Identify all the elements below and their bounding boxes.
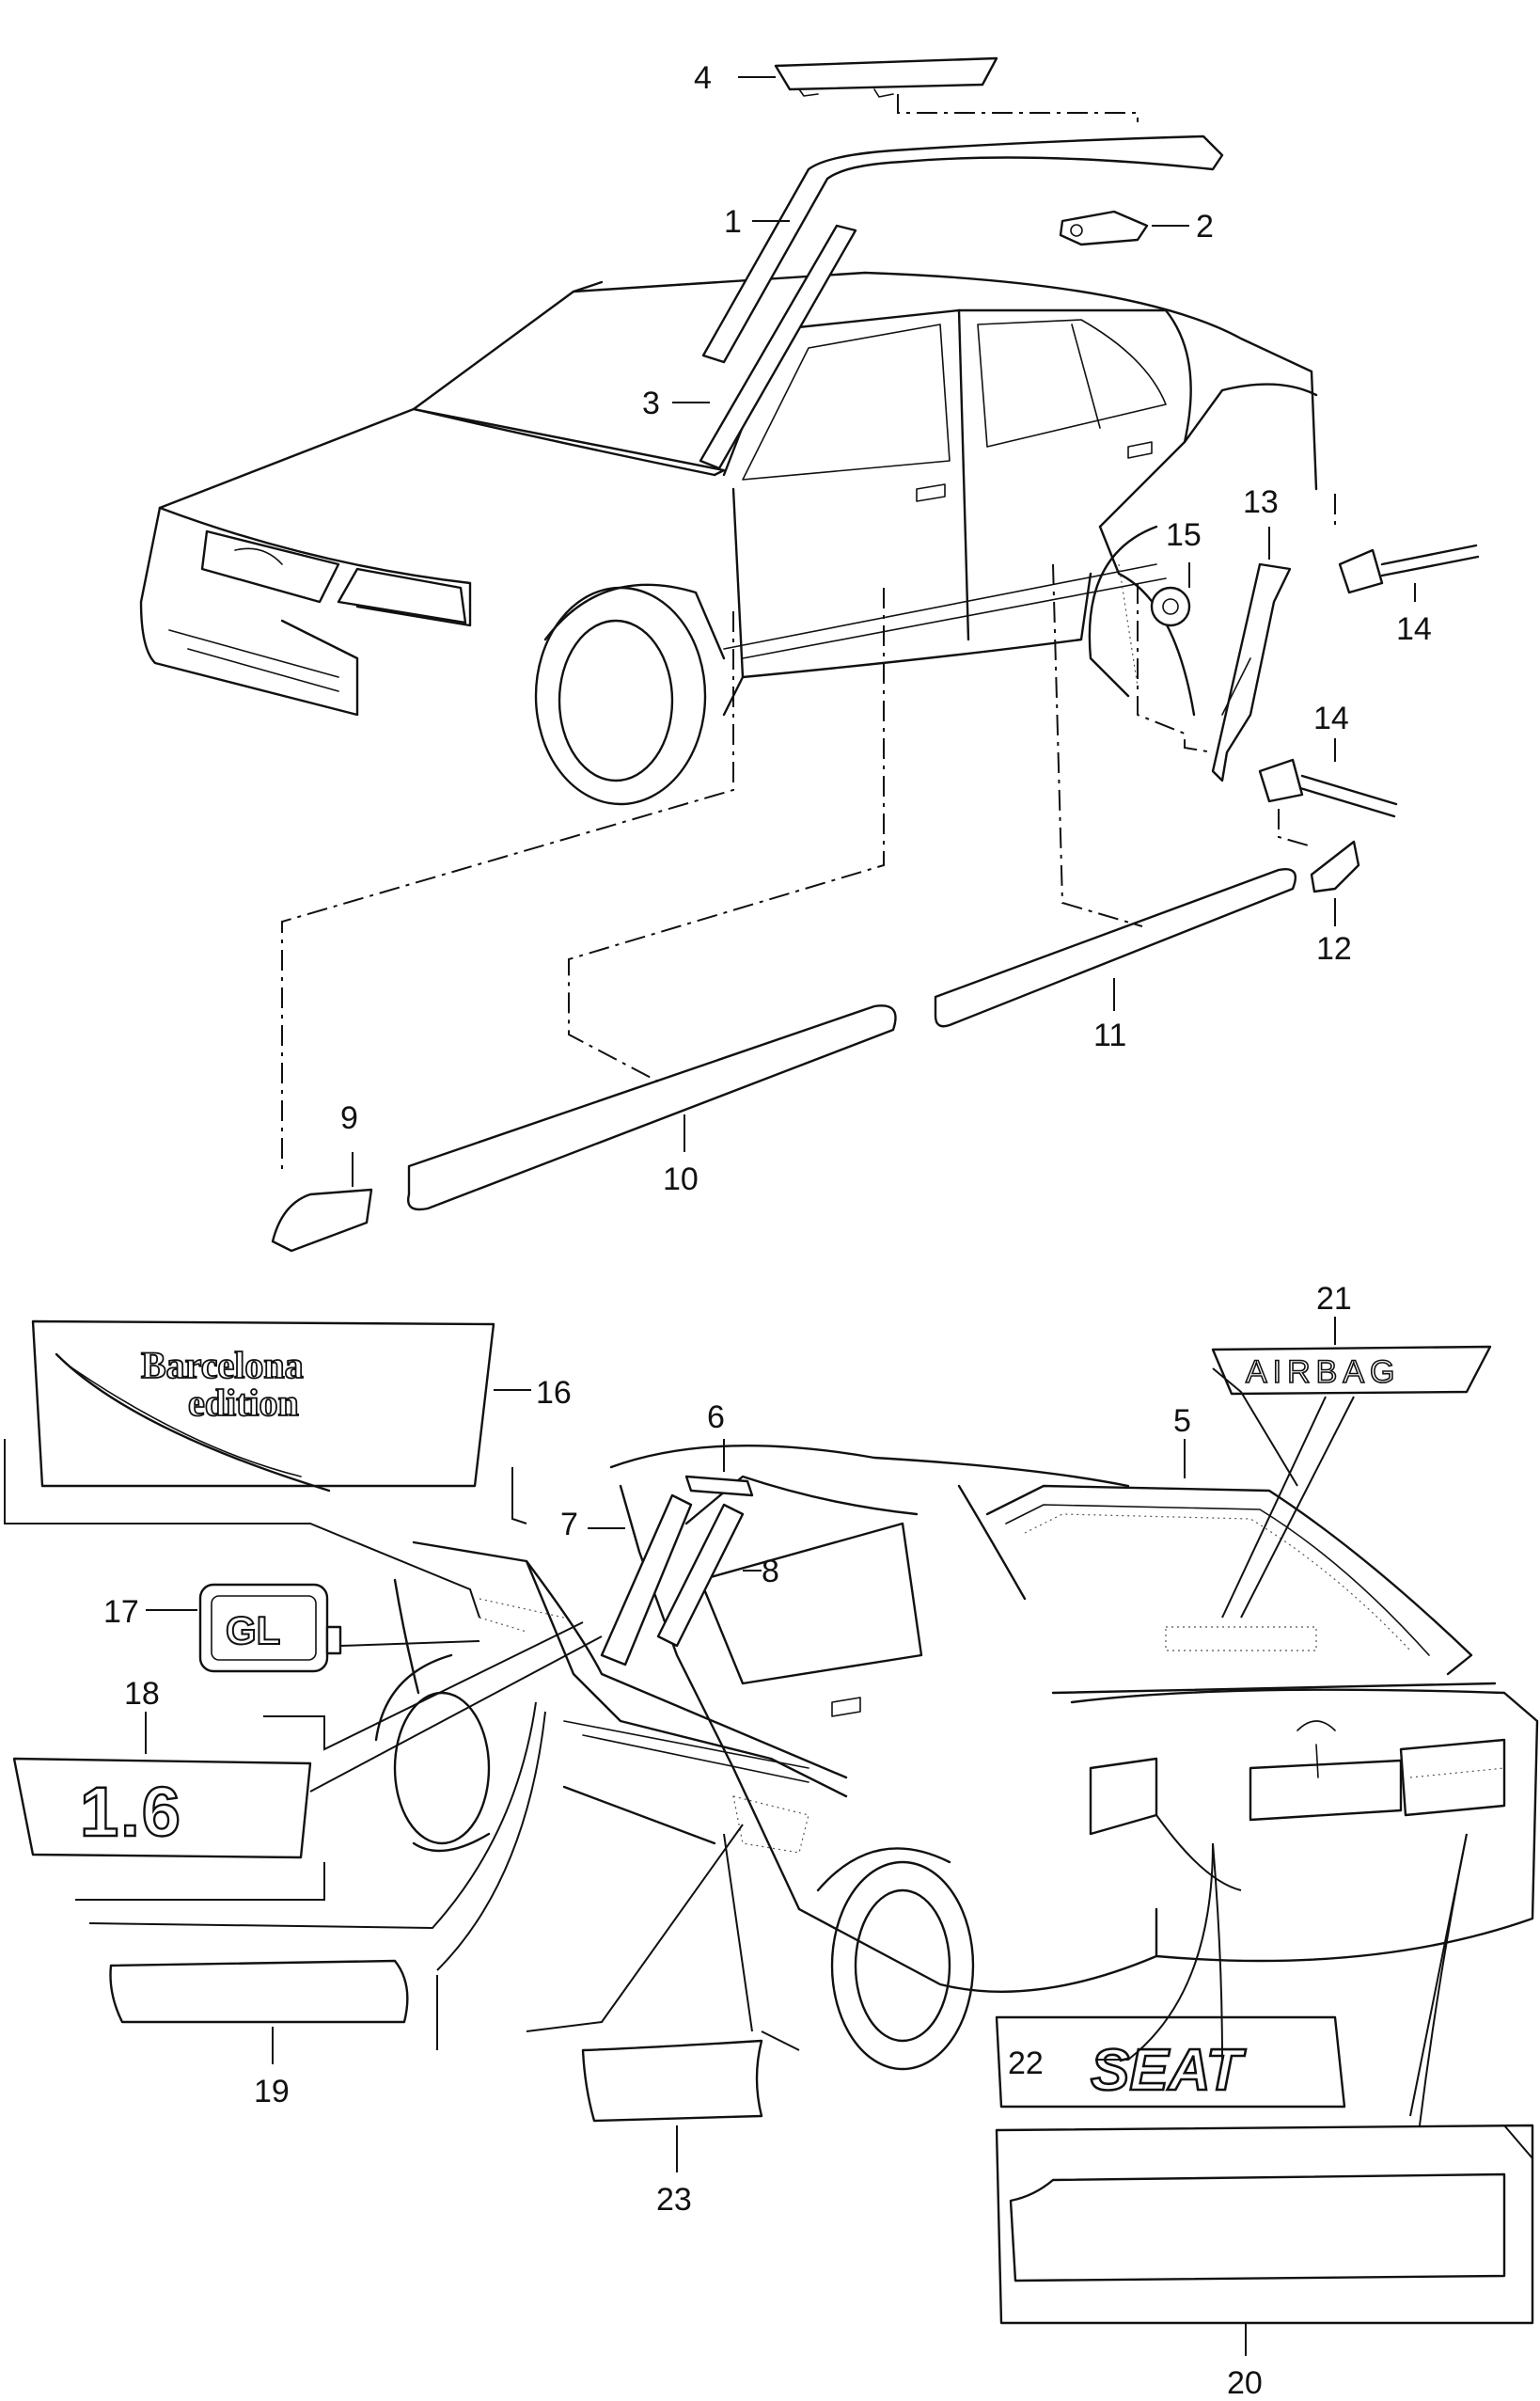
- fender-moulding-part: [271, 1188, 373, 1253]
- callout-9: 9: [340, 1100, 358, 1136]
- callout-labels: 4 1 2 3 13 15 14 14 12 11 10 9 21 16 6 5…: [103, 60, 1432, 2401]
- roof-moulding-part: [701, 134, 1224, 364]
- rear-door-trim-part: [581, 2039, 763, 2123]
- callout-8: 8: [762, 1554, 779, 1589]
- engine-badge-part: 1.6: [12, 1757, 312, 1859]
- callout-23: 23: [656, 2182, 692, 2218]
- callout-20: 20: [1227, 2365, 1263, 2401]
- edition-text: edition: [188, 1382, 299, 1424]
- sedan-parts: [271, 56, 1480, 1253]
- callout-12: 12: [1316, 931, 1352, 967]
- front-bumper-trim-part: [109, 1959, 409, 2024]
- callout-6: 6: [707, 1399, 725, 1435]
- gl-badge-part: GL: [198, 1583, 342, 1673]
- seat-brand-text: SEAT: [1091, 2038, 1247, 2103]
- roof-spoiler-part: [774, 56, 998, 91]
- rear-bumper-trim-part: [995, 2124, 1534, 2325]
- callout-15: 15: [1166, 517, 1202, 553]
- callout-18: 18: [124, 1676, 160, 1712]
- clip-part: [1059, 210, 1149, 246]
- pillar-trim-part-6: [684, 1475, 754, 1497]
- callout-1: 1: [724, 204, 742, 240]
- sill-end-cap-part: [1310, 840, 1360, 893]
- screw-part-lower: [1258, 758, 1398, 818]
- bracket-part: [1211, 562, 1292, 782]
- callout-14-lower: 14: [1313, 701, 1349, 736]
- airbag-text: AIRBAG: [1246, 1354, 1400, 1390]
- pillar-trim-part-7: [600, 1493, 693, 1666]
- hatchback-parts: GL Barcelona edition 1.6 AIRBAG SEAT: [12, 1319, 1534, 2325]
- callout-2: 2: [1196, 209, 1214, 245]
- rear-door-moulding-part: [934, 868, 1297, 1028]
- barcelona-text: Barcelona: [141, 1344, 304, 1386]
- callout-17: 17: [103, 1594, 139, 1630]
- pillar-trim-part-8: [656, 1503, 745, 1648]
- gl-badge-text: GL: [226, 1608, 280, 1652]
- callout-5: 5: [1173, 1403, 1191, 1439]
- barcelona-edition-decal-part: Barcelona edition: [31, 1319, 495, 1493]
- leaders-upper: [352, 76, 1416, 1187]
- callout-22: 22: [1008, 2046, 1044, 2081]
- callout-13: 13: [1243, 484, 1279, 520]
- a-pillar-moulding-part: [699, 224, 857, 470]
- callout-21: 21: [1316, 1281, 1352, 1317]
- airbag-badge-part: AIRBAG: [1211, 1345, 1492, 1396]
- projection-lines-upper: [281, 94, 1336, 1176]
- callout-11: 11: [1093, 1018, 1126, 1053]
- callout-3: 3: [642, 386, 660, 421]
- leaders-lower: [4, 1317, 1533, 2356]
- hatchback-drawing: [374, 1444, 1539, 2071]
- callout-4: 4: [694, 60, 712, 96]
- callout-14-upper: 14: [1396, 611, 1432, 647]
- front-door-moulding-part: [407, 1004, 897, 1211]
- engine-badge-text: 1.6: [80, 1773, 182, 1851]
- nut-part: [1150, 586, 1191, 627]
- callout-10: 10: [663, 1161, 699, 1197]
- callout-7: 7: [560, 1507, 578, 1542]
- callout-19: 19: [254, 2074, 290, 2109]
- callout-16: 16: [536, 1375, 572, 1411]
- screw-part-upper: [1338, 544, 1480, 594]
- seat-brand-badge-part: SEAT: [995, 2015, 1346, 2109]
